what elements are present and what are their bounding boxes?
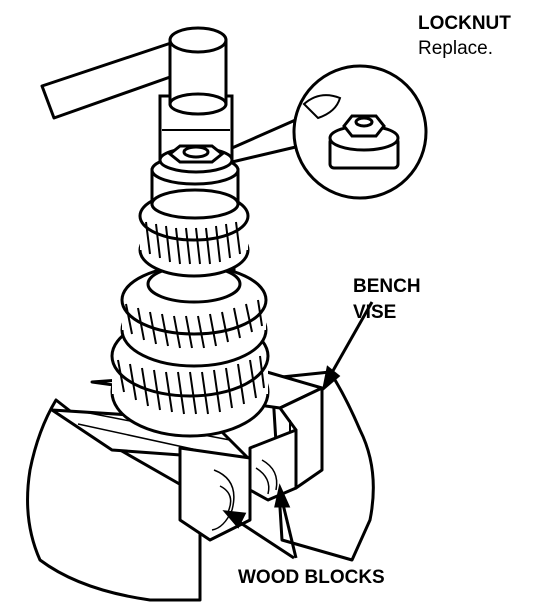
gear-stack bbox=[110, 190, 270, 438]
locknut-label: LOCKNUT bbox=[418, 13, 511, 34]
wood-blocks-label: WOOD BLOCKS bbox=[238, 567, 385, 588]
locknut-detail-inset bbox=[231, 64, 428, 200]
arrowhead-bench-vise bbox=[321, 365, 341, 392]
arrowhead-wood-block-left bbox=[222, 510, 247, 529]
arrowhead-wood-block-right bbox=[274, 483, 291, 508]
locknut bbox=[167, 144, 225, 164]
bench-label: BENCH bbox=[353, 276, 421, 297]
leader-lines bbox=[222, 301, 374, 560]
locknut-note: Replace. bbox=[418, 38, 493, 59]
torque-wrench bbox=[40, 26, 228, 120]
vise-label: VISE bbox=[353, 302, 397, 323]
